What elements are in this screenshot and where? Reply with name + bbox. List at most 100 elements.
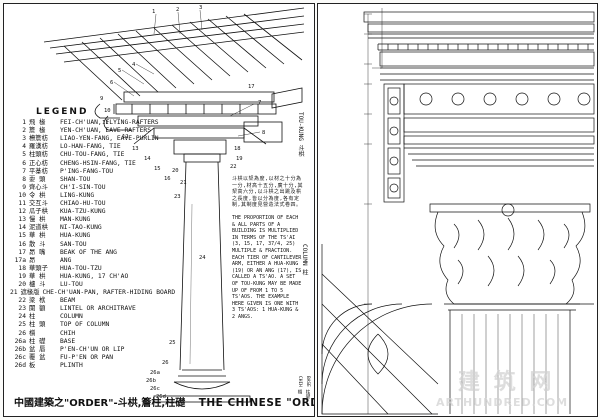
legend-item-label: SAN-TOU bbox=[60, 240, 87, 248]
legend-item-label: LIAO-YEN-FANG, EAVE-PURLIN bbox=[60, 135, 159, 143]
legend-item-number: 20 bbox=[18, 280, 26, 288]
legend-item-label: P'ING-FANG-TOU bbox=[60, 167, 114, 175]
caption: 中國建築之"ORDER"-斗栱,簷柱,柱礎 THE CHINESE "ORDER… bbox=[14, 394, 314, 409]
legend-item-number: 18 bbox=[18, 264, 26, 272]
legend-item-label: CHIH bbox=[60, 329, 76, 337]
legend-item-chinese: 飛 椽 bbox=[29, 119, 46, 127]
legend-item-label: CH'I-SIN-TOU bbox=[60, 183, 106, 191]
svg-text:23: 23 bbox=[174, 194, 181, 200]
caption-title: THE CHINESE "ORDER" bbox=[198, 397, 314, 409]
svg-text:13: 13 bbox=[132, 146, 139, 152]
proportion-notes: 斗栱以栔為度,以材之十分為一分,材高十五分,廣十分,其栔高六分,以斗栱之出跳及栱… bbox=[232, 176, 304, 320]
svg-text:11: 11 bbox=[102, 120, 109, 126]
svg-text:4: 4 bbox=[132, 62, 136, 68]
legend-item-chinese: 慢 栱 bbox=[29, 216, 46, 224]
legend-item-number: 3 bbox=[22, 135, 26, 143]
legend-item-chinese: 闌 額 bbox=[29, 305, 46, 313]
legend-item-label: MAN-KUNG bbox=[60, 216, 91, 224]
legend-item-chinese: 交互斗 bbox=[29, 200, 48, 208]
legend-item-label: PLINTH bbox=[60, 361, 83, 369]
svg-text:9: 9 bbox=[100, 96, 103, 102]
corinthian-order-drawing bbox=[321, 8, 595, 415]
caption-chinese: 中國建築之"ORDER"-斗栱,簷柱,柱礎 bbox=[14, 398, 186, 409]
legend-item-chinese: 平棊枋 bbox=[29, 167, 48, 175]
legend-item-number: 17 bbox=[18, 248, 26, 256]
corinthian-order-panel: 建 筑 网 ARTHUNDRED.COM bbox=[317, 3, 598, 417]
legend-item-chinese: 盆 唇 bbox=[29, 345, 46, 353]
legend-item-label: FEI-CH'UAN, FLYING-RAFTERS bbox=[60, 119, 159, 127]
capital-plan bbox=[321, 244, 439, 415]
legend-item-number: 26a bbox=[14, 337, 26, 345]
legend-item-chinese: 令 栱 bbox=[29, 191, 46, 199]
legend-item-chinese: 梁 栿 bbox=[29, 297, 46, 305]
legend-item-chinese: 華 栱 bbox=[29, 272, 46, 280]
legend-item-label: KUA-TZU-KUNG bbox=[60, 208, 106, 216]
svg-text:24: 24 bbox=[199, 255, 206, 261]
legend-item-number: 11 bbox=[18, 200, 26, 208]
svg-text:12: 12 bbox=[122, 134, 129, 140]
legend-item-chinese: 遮椽版 bbox=[20, 289, 40, 297]
legend-item-number: 5 bbox=[22, 151, 26, 159]
legend-item-chinese: 覆 盆 bbox=[29, 353, 46, 361]
svg-text:6: 6 bbox=[110, 80, 113, 86]
legend-item-label: HUA-KUNG bbox=[60, 232, 91, 240]
svg-text:19: 19 bbox=[236, 156, 243, 162]
svg-text:25: 25 bbox=[169, 340, 176, 346]
notes-english: THE PROPORTION OF EACH & ALL PARTS OF A … bbox=[232, 214, 302, 320]
legend-title: LEGEND bbox=[36, 107, 89, 117]
svg-text:20: 20 bbox=[172, 168, 179, 174]
legend-item-chinese: 柱 bbox=[29, 313, 36, 321]
legend-item-chinese: 昂 嘴 bbox=[29, 248, 46, 256]
svg-text:16: 16 bbox=[164, 176, 171, 182]
legend-item-label: BEAM bbox=[60, 297, 76, 305]
legend-item-chinese: 簷 椽 bbox=[29, 127, 46, 135]
legend-item-chinese: 齊心斗 bbox=[29, 183, 48, 191]
legend-item-chinese: 羅漢枋 bbox=[29, 143, 48, 151]
legend-item-number: 21 bbox=[10, 289, 18, 297]
legend-item-label: CHU-TOU-FANG, TIE bbox=[60, 151, 125, 159]
svg-text:3: 3 bbox=[199, 5, 202, 11]
legend-item-label: COLUMN bbox=[60, 313, 83, 321]
legend-item-chinese: 正心枋 bbox=[29, 159, 48, 167]
svg-text:5: 5 bbox=[118, 68, 121, 74]
entablature bbox=[363, 11, 595, 167]
legend-item-number: 2 bbox=[22, 127, 26, 135]
legend-item-number: 26d bbox=[14, 361, 26, 369]
legend-item-label: LING-KUNG bbox=[60, 191, 95, 199]
legend-item-chinese: 柱 頭 bbox=[29, 321, 46, 329]
legend-item-label: BASE bbox=[60, 337, 76, 345]
legend-item-number: 7 bbox=[22, 167, 26, 175]
legend-item-number: 26b bbox=[14, 345, 26, 353]
column-shaft bbox=[449, 310, 571, 414]
svg-text:2: 2 bbox=[176, 7, 179, 13]
legend-item-label: ANG bbox=[60, 256, 72, 264]
legend-item-label: FU-P'EN OR PAN bbox=[60, 353, 114, 361]
legend-item-chinese: 櫨 斗 bbox=[29, 280, 46, 288]
legend-item-number: 6 bbox=[22, 159, 26, 167]
svg-text:17: 17 bbox=[248, 84, 255, 90]
legend-item-label: HUA-KUNG, 17 CH'AO bbox=[60, 272, 129, 280]
svg-text:10: 10 bbox=[104, 108, 111, 114]
legend-item-chinese: 泥道栱 bbox=[29, 224, 48, 232]
legend-item-number: 1 bbox=[22, 119, 26, 127]
